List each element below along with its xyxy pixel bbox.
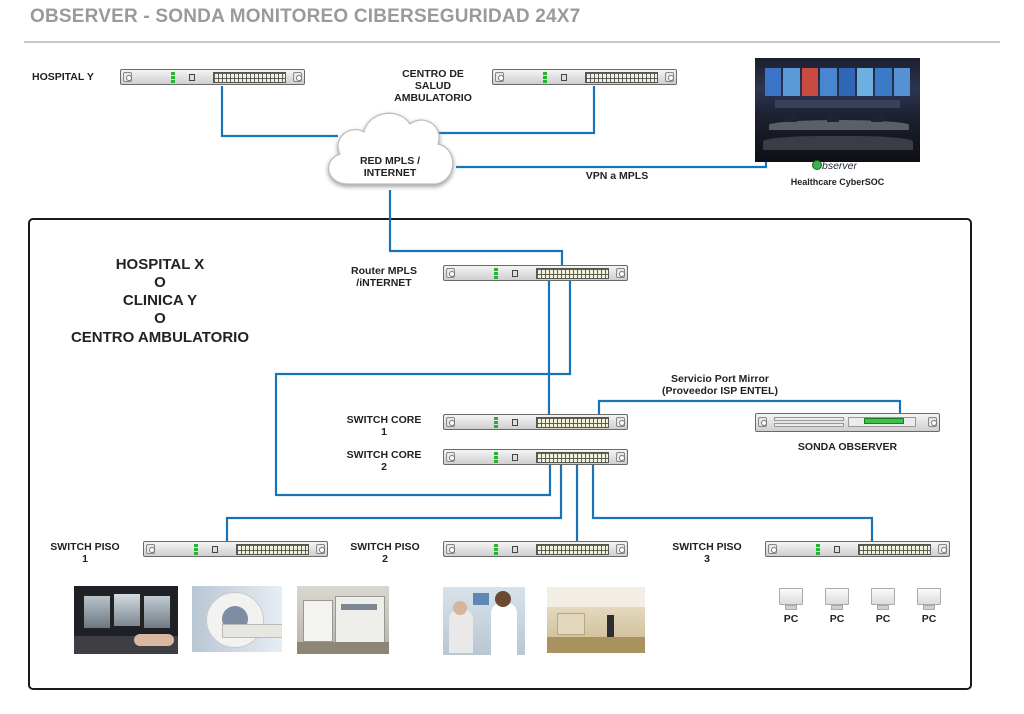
hospital-ward-photo (547, 587, 645, 653)
link-centro-salud-cloud (438, 86, 596, 135)
link-port-mirror (597, 399, 902, 414)
hospital-y-label: HOSPITAL Y (32, 71, 94, 83)
link-router-core2 (274, 281, 572, 497)
site-name-2: O (154, 274, 166, 291)
link-core2-piso3 (591, 465, 874, 541)
centro-salud-label-1: CENTRO DE (402, 68, 464, 80)
switch-piso-2-label-2: 2 (382, 553, 388, 565)
site-name-1: HOSPITAL X (115, 256, 205, 273)
switch-piso-1-label-1: SWITCH PISO (50, 541, 120, 553)
pc-icon (824, 588, 850, 612)
site-name-3: CLINICA Y (122, 292, 198, 309)
switch-core-1-label-2: 1 (381, 426, 387, 438)
switch-piso-3-label-1: SWITCH PISO (672, 541, 742, 553)
xray-workstation-photo (74, 586, 178, 654)
pc-label: PC (875, 613, 891, 625)
soc-room-photo (755, 58, 920, 162)
pc-label: PC (921, 613, 937, 625)
mri-scanner-photo (192, 586, 282, 652)
cloud-label-1: RED MPLS / (359, 155, 421, 167)
router-label-1: Router MPLS (351, 265, 417, 277)
vpn-label: VPN a MPLS (585, 170, 649, 182)
cloud-icon (328, 112, 454, 185)
lab-equipment-photo (297, 586, 389, 654)
title-divider (24, 41, 1000, 43)
sonda-observer-device (755, 413, 940, 432)
pc-label: PC (783, 613, 799, 625)
port-mirror-label-1: Servicio Port Mirror (670, 373, 770, 385)
switch-core-1-label-1: SWITCH CORE (346, 414, 422, 426)
site-boundary (28, 218, 972, 690)
router-label-2: /iNTERNET (356, 277, 412, 289)
switch-piso-3 (765, 541, 950, 557)
switch-core-2 (443, 449, 628, 465)
switch-core-2-label-2: 2 (381, 461, 387, 473)
diagram-title: OBSERVER - SONDA MONITOREO CIBERSEGURIDA… (30, 6, 581, 27)
pc-icon (916, 588, 942, 612)
pc-label: PC (829, 613, 845, 625)
link-cloud-router (388, 190, 564, 265)
site-name-4: O (154, 310, 166, 327)
switch-piso-3-label-2: 3 (704, 553, 710, 565)
switch-piso-1-label-2: 1 (82, 553, 88, 565)
switch-piso-2 (443, 541, 628, 557)
switch-piso-1 (143, 541, 328, 557)
switch-core-1 (443, 414, 628, 430)
hospital-y-switch (120, 69, 305, 85)
centro-salud-label-3: AMBULATORIO (394, 92, 472, 104)
link-vpn-soc (456, 160, 768, 169)
site-name-5: CENTRO AMBULATORIO (70, 329, 250, 346)
pc-icon (778, 588, 804, 612)
cloud-label-2: INTERNET (363, 167, 417, 179)
centro-salud-switch (492, 69, 677, 85)
link-hospital-y-cloud (220, 86, 338, 138)
router-device (443, 265, 628, 281)
sonda-observer-label: SONDA OBSERVER (797, 441, 898, 453)
port-mirror-label-2: (Proveedor ISP ENTEL) (662, 385, 778, 397)
switch-core-2-label-1: SWITCH CORE (346, 449, 422, 461)
link-core2-piso1 (225, 465, 563, 541)
observer-logo: bserver (812, 160, 872, 174)
pc-icon (870, 588, 896, 612)
soc-caption: Healthcare CyberSOC (790, 177, 885, 187)
centro-salud-label-2: SALUD (414, 80, 452, 92)
doctor-patient-photo (443, 587, 525, 655)
switch-piso-2-label-1: SWITCH PISO (350, 541, 420, 553)
